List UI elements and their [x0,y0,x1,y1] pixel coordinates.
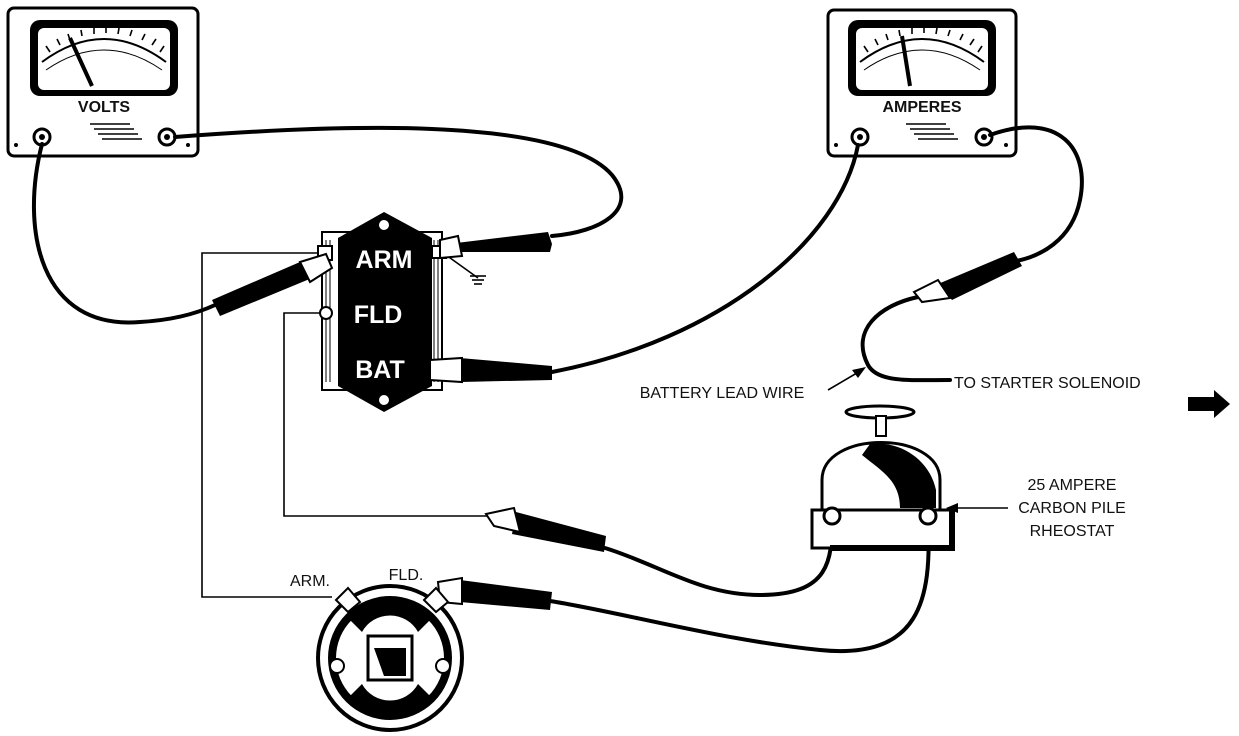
amperes-label: AMPERES [882,99,961,116]
ground-icon [445,254,486,285]
clip-arm-left [212,252,334,316]
clip-rheostat-fld [484,506,606,552]
carbon-pile-rheostat [810,404,955,551]
voltmeter: VOLTS [6,6,200,158]
thin-leads [201,252,490,598]
rheostat-label-line1: 25 AMPERE [1028,477,1117,494]
rheostat-pointer [946,503,1008,513]
generator [316,584,464,732]
arrow-right-icon [1188,390,1230,418]
rheostat-label-line2: CARBON PILE [1018,500,1126,517]
voltage-regulator: ARM FLD BAT [317,212,486,412]
regulator-terminal-fld: FLD [354,301,403,329]
ammeter: AMPERES [826,8,1018,158]
to-starter-solenoid-label: TO STARTER SOLENOID [954,375,1141,392]
clip-bat [429,356,552,384]
regulator-terminal-bat: BAT [355,356,405,384]
battery-lead-wire-label: BATTERY LEAD WIRE [640,385,804,402]
heavy-wires [31,125,1084,654]
rheostat-label-line3: RHEOSTAT [1030,523,1115,540]
regulator-terminal-arm: ARM [356,246,413,274]
battery-lead-pointer [827,367,866,391]
volts-label: VOLTS [78,99,130,116]
generator-fld-label: FLD. [389,567,424,584]
clip-generator-fld [436,576,552,610]
generator-arm-label: ARM. [290,573,330,590]
clip-battery-lead [912,252,1022,304]
clip-arm-right [439,232,552,260]
